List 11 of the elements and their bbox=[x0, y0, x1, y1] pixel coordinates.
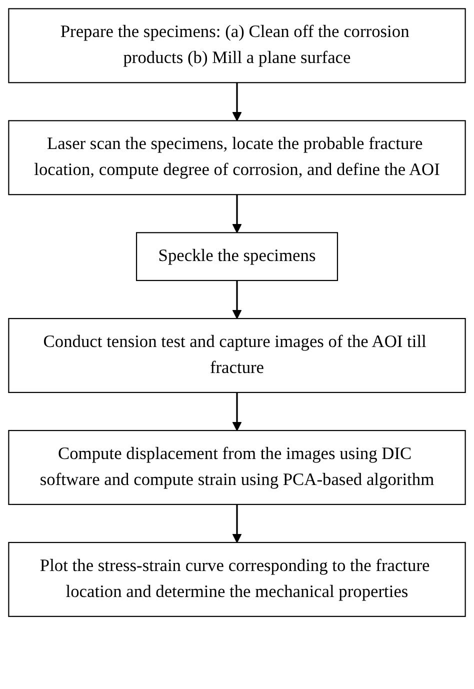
arrow bbox=[232, 194, 242, 234]
node-box: Plot the stress-strain curve corresponding to the fracture location and determine the mechanical properties bbox=[8, 542, 466, 617]
arrow bbox=[232, 280, 242, 319]
node-box: Compute displacement from the images using DIC software and compute strain using PCA-based algorithm bbox=[8, 430, 466, 505]
node-box: Speckle the specimens bbox=[136, 232, 338, 282]
node-box: Prepare the specimens: (a) Clean off the corrosion products (b) Mill a plane surface bbox=[8, 8, 466, 84]
arrow bbox=[232, 82, 242, 122]
node-box: Laser scan the specimens, locate the probable fracture location, compute degree of corrosion, and define the AOI bbox=[8, 120, 466, 196]
node-box: Conduct tension test and capture images of the AOI till fracture bbox=[8, 318, 466, 393]
arrow bbox=[232, 392, 242, 431]
arrow bbox=[232, 504, 242, 543]
